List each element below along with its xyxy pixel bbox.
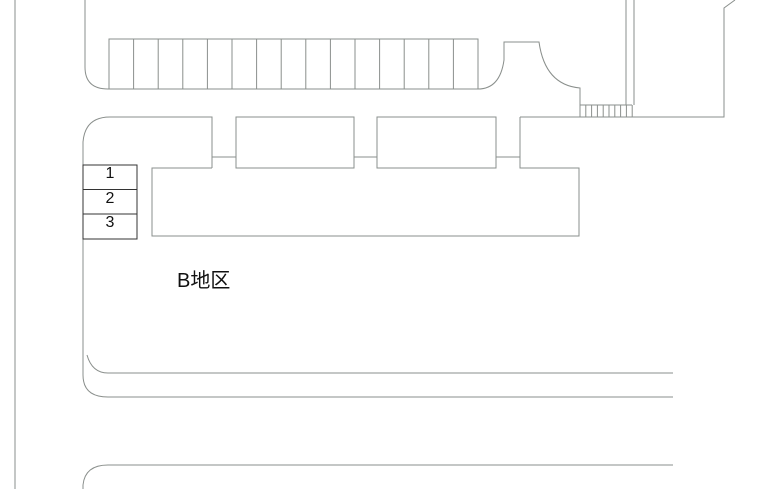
building-block xyxy=(82,116,580,237)
sidewalk-edge xyxy=(86,354,673,374)
stall-outline xyxy=(108,38,479,89)
bottom-road-edge xyxy=(82,464,673,489)
upper-road-edge xyxy=(84,0,581,117)
area-label: B地区 xyxy=(177,270,231,292)
spot-box-3 xyxy=(82,213,138,240)
stairs xyxy=(579,105,633,117)
spot-number-2[interactable]: 2 xyxy=(105,189,115,207)
spot-number-3[interactable]: 3 xyxy=(105,214,115,231)
parking-stalls xyxy=(108,38,479,89)
building-outline-right xyxy=(520,0,736,118)
lower-road-edge xyxy=(82,239,673,398)
spot-number-1[interactable]: 1 xyxy=(105,165,115,182)
